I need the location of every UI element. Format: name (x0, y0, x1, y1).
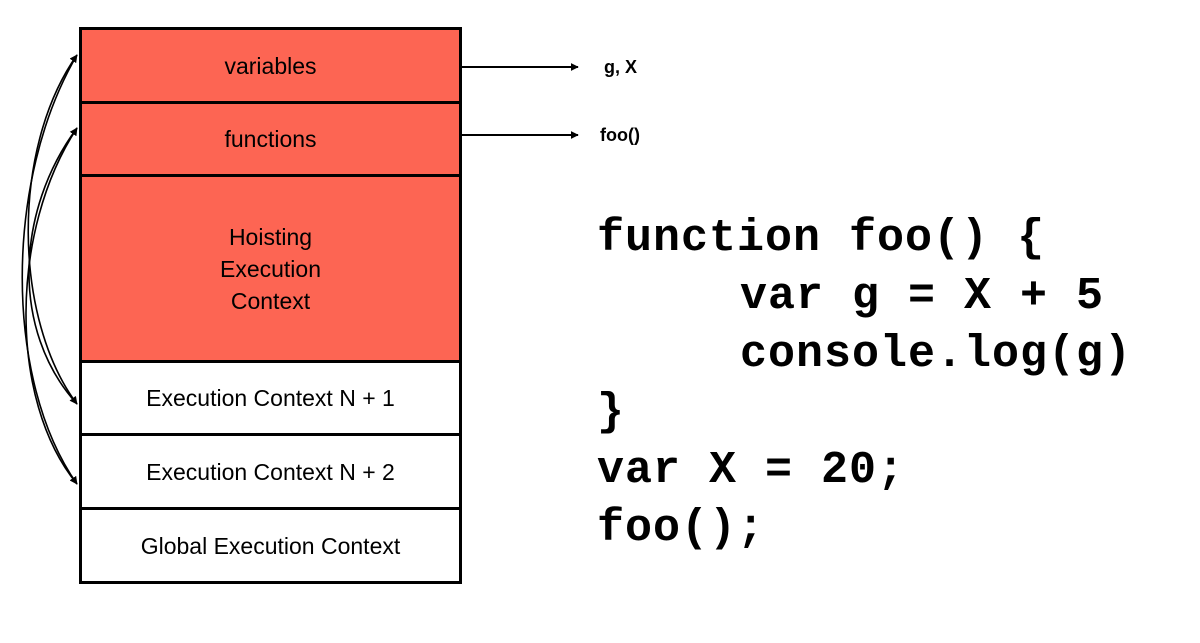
hoisting-context-label: Hoisting Execution Context (219, 223, 321, 314)
code-line-6: foo(); (597, 503, 766, 554)
execution-context-n1-cell: Execution Context N + 1 (82, 363, 459, 436)
context-n2-to-functions-arrow (25, 127, 78, 485)
global-context-label: Global Execution Context (140, 532, 401, 559)
code-line-2: var g = X + 5 (740, 271, 1105, 322)
context-n2-to-variables-arrow (21, 54, 78, 485)
execution-context-n1-label: Execution Context N + 1 (146, 385, 395, 411)
code-line-4: } (597, 387, 626, 438)
global-context-cell: Global Execution Context (82, 510, 459, 581)
variables-output-label: g, X (604, 57, 638, 77)
execution-context-stack: variables functions Hoisting Execution C… (79, 27, 462, 584)
code-line-5: var X = 20; (597, 445, 906, 496)
hoisting-context-cell: Hoisting Execution Context (82, 177, 459, 363)
functions-output-label: foo() (600, 125, 640, 145)
code-snippet: function foo() { var g = X + 5 console.log… (597, 210, 1132, 558)
context-n1-to-functions-arrow (28, 127, 78, 405)
execution-context-n2-cell: Execution Context N + 2 (82, 436, 459, 510)
code-line-3: console.log(g) (740, 329, 1133, 380)
context-n1-to-variables-arrow (27, 54, 78, 405)
functions-cell: functions (82, 104, 459, 177)
code-line-1: function foo() { (597, 213, 1046, 264)
variables-label: variables (224, 52, 317, 79)
variables-cell: variables (82, 30, 459, 104)
execution-context-n2-label: Execution Context N + 2 (146, 458, 395, 485)
functions-label: functions (224, 126, 317, 152)
